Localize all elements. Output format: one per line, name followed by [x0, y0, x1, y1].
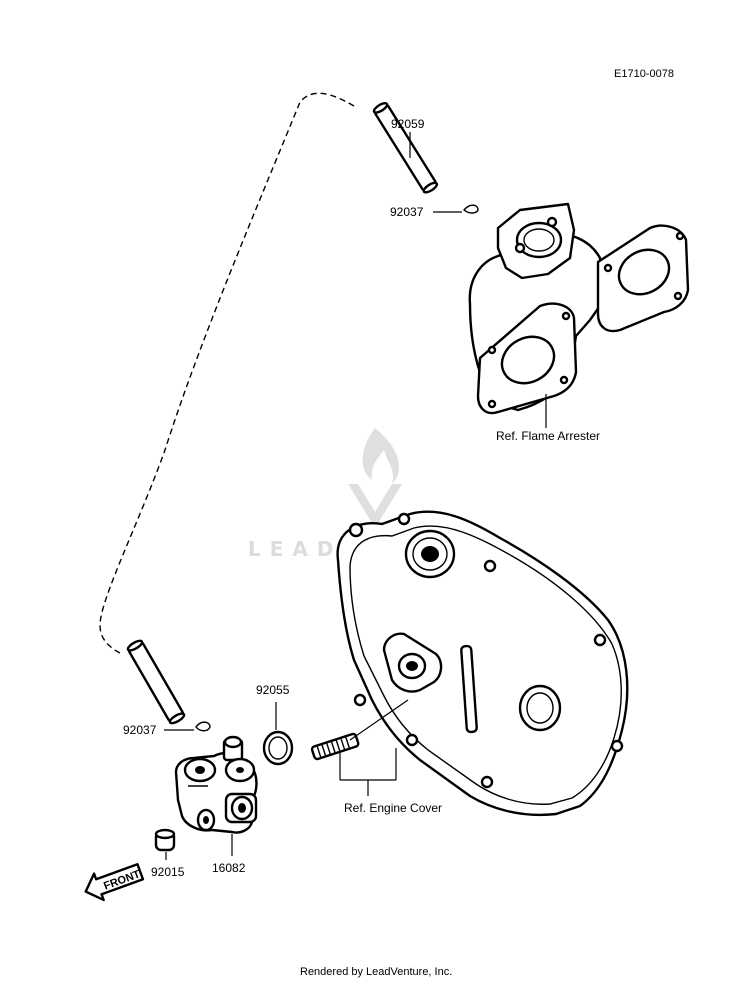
stud-bolt: [310, 732, 360, 761]
ref-flame-arrester: Ref. Flame Arrester: [496, 429, 600, 443]
lower-hose: [126, 639, 186, 725]
flame-arrester: [468, 202, 690, 428]
valve-16082: [174, 735, 258, 856]
part-label-92037-lower: 92037: [123, 723, 157, 737]
part-label-92015: 92015: [151, 865, 185, 879]
upper-clip-92037: [433, 204, 479, 214]
hose-routing-line: [99, 92, 355, 655]
front-arrow: FRONT: [84, 863, 145, 902]
stud-centerline: [349, 699, 409, 741]
o-ring-92055: [262, 702, 294, 766]
engine-cover: [336, 510, 629, 817]
part-label-92037-upper: 92037: [390, 205, 424, 219]
watermark-v-icon: [348, 484, 402, 528]
footer-credit: Rendered by LeadVenture, Inc.: [300, 966, 452, 978]
part-label-92059: 92059: [391, 117, 425, 131]
lower-clip-92037: [164, 721, 211, 732]
upper-hose-92059: [372, 101, 439, 194]
cap-92015: [154, 828, 176, 860]
part-label-92055: 92055: [256, 683, 290, 697]
ref-engine-cover: Ref. Engine Cover: [344, 801, 442, 815]
watermark-flame-icon: [362, 428, 400, 484]
part-label-16082: 16082: [212, 861, 246, 875]
diagram-code: E1710-0078: [614, 68, 674, 80]
